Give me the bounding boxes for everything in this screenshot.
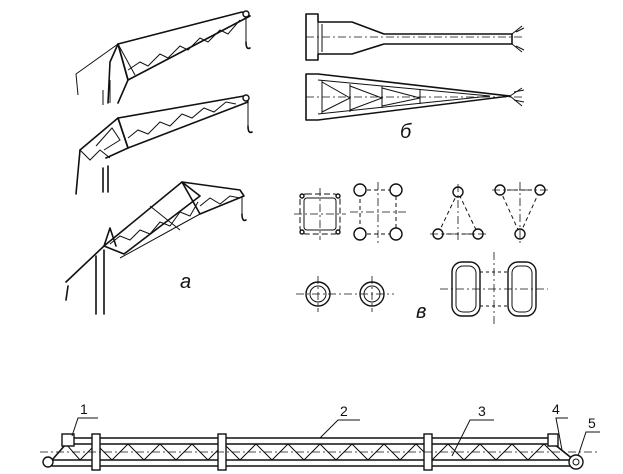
section-triangle-down (492, 182, 548, 244)
section-twin-box (440, 252, 548, 326)
section-triangle-up (430, 184, 488, 242)
callout-1-number: 1 (80, 401, 88, 417)
crane-scheme-1 (75, 10, 251, 105)
crane-scheme-3 (65, 181, 247, 315)
section-two-tube (296, 276, 394, 312)
callout-3-number: 3 (478, 403, 486, 419)
section-four-tube (350, 182, 406, 244)
label-v: в (416, 301, 426, 323)
boom-side-view (40, 433, 600, 471)
callout-5: 5 (577, 415, 600, 457)
callout-5-number: 5 (588, 415, 596, 431)
section-rect-box (294, 188, 346, 240)
callout-2-number: 2 (340, 403, 348, 419)
label-a: а (180, 271, 191, 293)
crane-scheme-2 (75, 94, 253, 195)
callout-2: 2 (319, 403, 360, 439)
callout-1: 1 (71, 401, 98, 437)
boom-plan-tapered (305, 73, 525, 121)
boom-plan-straight (305, 13, 525, 61)
callout-4: 4 (552, 401, 568, 451)
label-b: б (400, 121, 412, 143)
callout-3: 3 (451, 403, 494, 457)
callout-4-number: 4 (552, 401, 560, 417)
